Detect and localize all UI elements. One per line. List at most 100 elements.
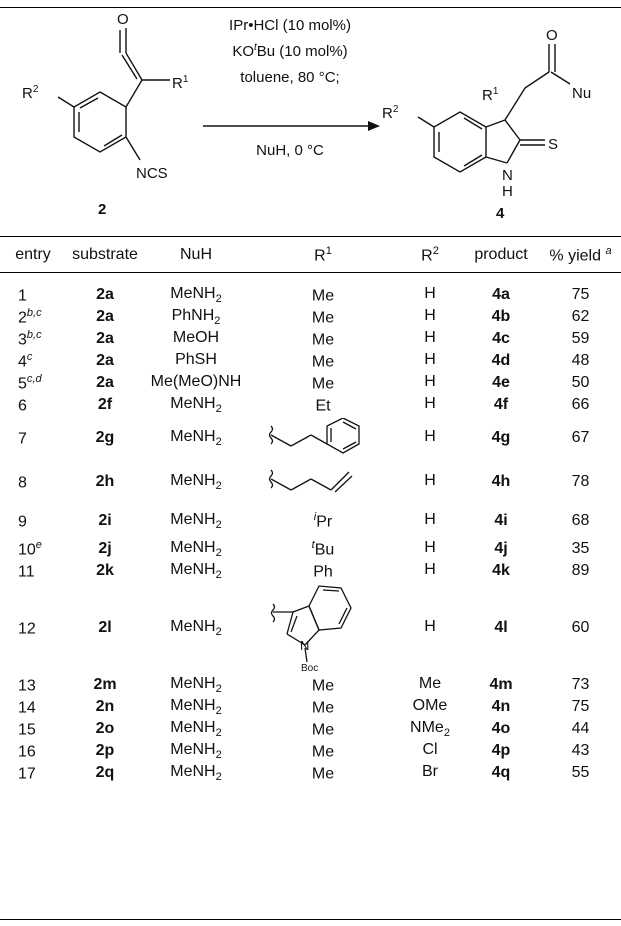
sm-ncs: NCS xyxy=(136,165,168,182)
yield-cell: 75 xyxy=(571,698,590,715)
header-yield-sup: a xyxy=(605,244,612,257)
product-cell: 4i xyxy=(494,512,508,529)
substrate-cell: 2a xyxy=(96,308,114,325)
substrate-cell: 2a xyxy=(96,286,114,303)
r2-cell: H xyxy=(424,372,436,390)
nuh-cell: MeNH2 xyxy=(170,696,222,718)
yield-cell: 62 xyxy=(571,308,590,325)
yield-cell: 75 xyxy=(571,286,590,303)
r2-cell: Br xyxy=(422,762,438,780)
r1-cell xyxy=(248,416,398,460)
nuh-cell: MeNH2 xyxy=(170,560,222,582)
yield-cell: 35 xyxy=(571,540,590,557)
product-nu: Nu xyxy=(572,85,591,102)
entry-cell: 8 xyxy=(18,474,27,492)
substrate-cell: 2f xyxy=(97,396,113,413)
product-cell: 4l xyxy=(494,619,508,636)
header-bottom-rule xyxy=(0,272,621,273)
r2-cell: H xyxy=(424,328,436,346)
entry-cell: 17 xyxy=(18,765,36,783)
reagent-4: NuH, 0 °C xyxy=(256,142,324,159)
substrate-cell: 2m xyxy=(93,676,117,693)
svg-text:R1: R1 xyxy=(172,74,189,92)
r1-cell: Me xyxy=(311,677,335,695)
reagent-2a: KO xyxy=(232,43,254,60)
r1-cell: Me xyxy=(311,743,335,761)
entry-cell: 14 xyxy=(18,699,36,717)
table-header-row: entry substrate NuH R1 R2 product % yiel… xyxy=(0,238,621,272)
substrate-cell: 2n xyxy=(95,698,115,715)
r2-cell: Cl xyxy=(422,740,438,758)
product-r2-sup: 2 xyxy=(393,104,399,115)
yield-cell: 59 xyxy=(571,330,590,347)
header-product: product xyxy=(474,246,528,263)
yield-cell: 48 xyxy=(571,352,590,369)
product-cell: 4g xyxy=(491,429,511,446)
header-r1: R1 xyxy=(248,238,398,272)
boc-label: Boc xyxy=(301,663,318,674)
r2-cell: H xyxy=(424,471,436,489)
entry-cell: 2b,c xyxy=(18,306,42,327)
sm-r1-sup: 1 xyxy=(183,74,189,85)
starting-material-structure xyxy=(57,28,170,161)
product-cell: 4o xyxy=(491,720,511,737)
reagent-2b: Bu (10 mol%) xyxy=(257,43,348,60)
product-cell: 4h xyxy=(491,473,511,490)
nuh-cell: MeNH2 xyxy=(170,762,222,784)
entry-cell: 10e xyxy=(18,538,42,559)
substrate-cell: 2p xyxy=(95,742,115,759)
header-r2-sup: 2 xyxy=(432,244,439,257)
substrate-cell: 2a xyxy=(96,352,114,369)
product-cell: 4k xyxy=(492,562,510,579)
svg-text:R2: R2 xyxy=(382,104,399,122)
r2-cell: H xyxy=(424,617,436,635)
nuh-cell: MeNH2 xyxy=(170,718,222,740)
nuh-cell: MeOH xyxy=(172,328,220,346)
nuh-cell: Me(MeO)NH xyxy=(150,372,242,390)
bottom-rule xyxy=(0,919,621,920)
r2-cell: OMe xyxy=(412,696,448,714)
entry-cell: 5c,d xyxy=(18,372,42,393)
product-nitrogen: N xyxy=(502,167,513,184)
nuh-cell: MeNH2 xyxy=(170,617,222,639)
r1-cell: Me xyxy=(311,353,335,371)
entry-cell: 16 xyxy=(18,743,36,761)
yield-cell: 55 xyxy=(571,764,590,781)
entry-cell: 7 xyxy=(18,430,27,448)
yield-cell: 66 xyxy=(571,396,590,413)
phenethyl-structure xyxy=(268,418,360,454)
header-r2-text: R xyxy=(421,247,433,265)
butenyl-structure xyxy=(268,469,353,493)
product-r1: R xyxy=(482,87,493,104)
entry-cell: 4c xyxy=(18,350,33,371)
r2-cell: H xyxy=(424,538,436,556)
product-sulfur: S xyxy=(548,136,558,153)
entry-cell: 3b,c xyxy=(18,328,42,349)
yield-cell: 78 xyxy=(571,473,590,490)
r1-cell: Me xyxy=(311,375,335,393)
substrate-cell: 2o xyxy=(95,720,115,737)
r1-cell xyxy=(248,460,398,504)
nuh-cell: MeNH2 xyxy=(170,471,222,493)
nuh-cell: MeNH2 xyxy=(170,538,222,560)
product-r1-sup: 1 xyxy=(493,86,499,97)
svg-text:R2: R2 xyxy=(22,84,39,102)
r2-cell: NMe2 xyxy=(410,718,450,740)
r2-cell: H xyxy=(424,560,436,578)
r1-cell: Me xyxy=(311,331,335,349)
yield-cell: 44 xyxy=(571,720,590,737)
entry-cell: 6 xyxy=(18,397,27,415)
svg-text:R1: R1 xyxy=(482,86,499,104)
spacer-row xyxy=(0,272,621,284)
svg-text:KOtBu (10 mol%): KOtBu (10 mol%) xyxy=(232,42,347,60)
header-r2: R2 xyxy=(398,238,462,272)
nuh-cell: MeNH2 xyxy=(170,394,222,416)
product-cell: 4f xyxy=(493,396,509,413)
product-cell: 4b xyxy=(491,308,511,325)
